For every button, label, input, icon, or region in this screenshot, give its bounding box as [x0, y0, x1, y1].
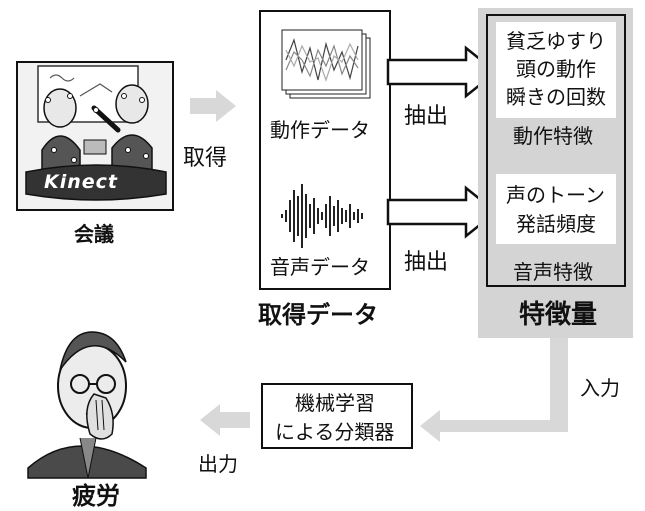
features-title: 特徴量: [519, 300, 598, 330]
audio-feature-title: 音声特徴: [513, 260, 593, 284]
meeting-illustration: [16, 61, 174, 211]
meeting-label: 会議: [74, 222, 114, 246]
audio-data-label: 音声データ: [270, 255, 370, 279]
motion-feature-item-3: 瞬きの回数: [506, 85, 606, 109]
output-label: 出力: [198, 452, 238, 476]
kinect-label: Kinect: [44, 171, 118, 193]
acquire-arrow: [190, 90, 236, 122]
extract-label-top: 抽出: [404, 104, 449, 129]
classifier-line-1: 機械学習: [295, 391, 375, 415]
audio-feature-item-1: 声のトーン: [506, 183, 605, 207]
acquired-data-title: 取得データ: [258, 301, 378, 329]
features-inner-box: [486, 14, 626, 287]
motion-feature-title: 動作特徴: [513, 124, 593, 148]
motion-chart-icon: [281, 29, 371, 99]
motion-feature-item-2: 頭の動作: [516, 57, 596, 81]
acquire-label: 取得: [183, 146, 228, 171]
audio-waveform-icon: [281, 184, 363, 248]
motion-feature-list-box: [496, 22, 616, 118]
classifier-line-2: による分類器: [275, 420, 395, 444]
input-arrow: [420, 338, 568, 442]
motion-feature-item-1: 貧乏ゆすり: [506, 29, 606, 53]
audio-feature-item-2: 発話頻度: [516, 212, 596, 236]
input-label: 入力: [580, 376, 620, 400]
fatigue-label: 疲労: [72, 482, 120, 510]
output-arrow: [200, 404, 250, 436]
classifier-box: [261, 383, 413, 449]
audio-feature-list-box: [496, 174, 616, 244]
fatigued-person-illustration: [27, 331, 147, 479]
extract-label-bottom: 抽出: [404, 250, 449, 275]
motion-data-label: 動作データ: [270, 118, 370, 142]
